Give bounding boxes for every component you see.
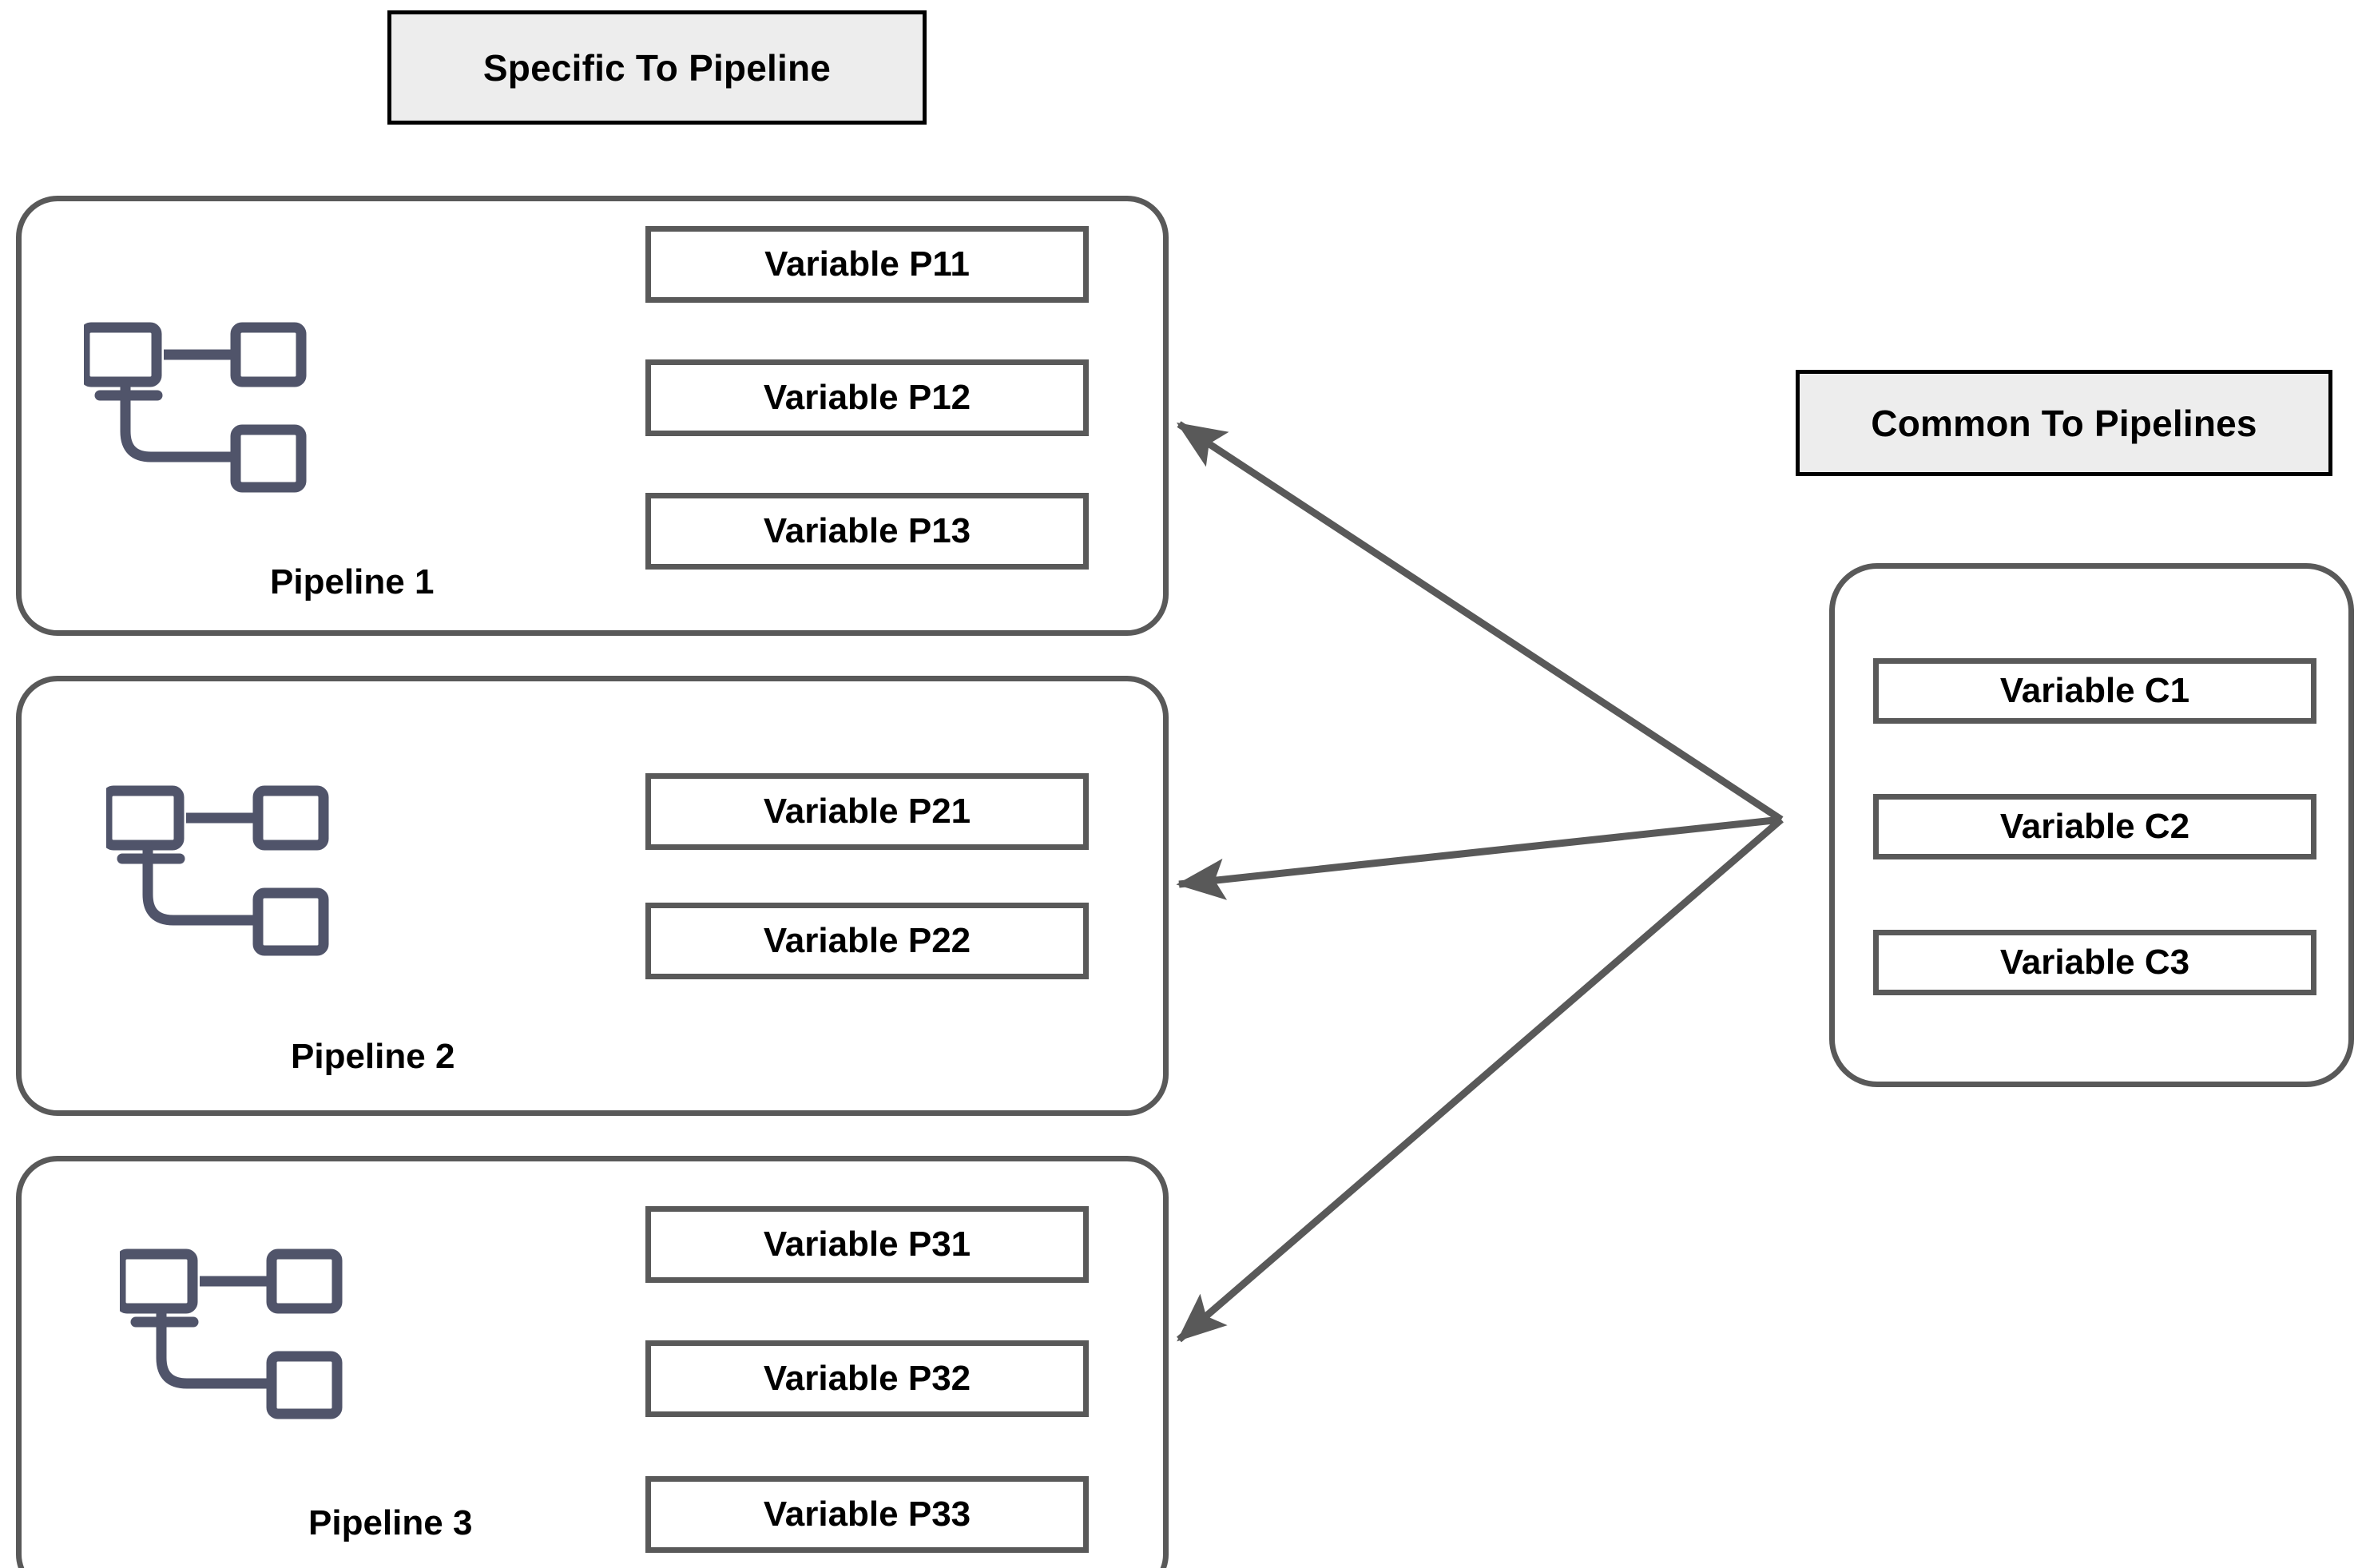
variable-box-p21: Variable P21 <box>645 773 1089 850</box>
variable-label-p21: Variable P21 <box>763 792 971 831</box>
pipeline-flow-icon-svg <box>115 1248 343 1419</box>
variable-label-p32: Variable P32 <box>763 1359 971 1398</box>
variable-box-p13: Variable P13 <box>645 493 1089 570</box>
variable-label-p33: Variable P33 <box>763 1495 971 1534</box>
variable-box-p33: Variable P33 <box>645 1476 1089 1553</box>
variable-label-c1: Variable C1 <box>1999 671 2190 710</box>
pipeline-flow-icon-svg <box>101 785 329 956</box>
variable-box-c3: Variable C3 <box>1873 930 2316 995</box>
variable-label-p12: Variable P12 <box>763 378 971 417</box>
arrow-common-to-pipeline-2 <box>1176 816 1782 900</box>
variable-box-p31: Variable P31 <box>645 1206 1089 1283</box>
variable-label-p11: Variable P11 <box>764 244 970 284</box>
variable-box-p22: Variable P22 <box>645 903 1089 979</box>
arrow-common-to-pipeline-1 <box>1176 421 1784 823</box>
arrow-common-to-pipeline-3 <box>1177 816 1784 1343</box>
variable-label-p31: Variable P31 <box>763 1225 971 1264</box>
variable-label-c3: Variable C3 <box>1999 943 2190 982</box>
pipeline-flow-icon-1 <box>79 320 316 507</box>
variable-label-p22: Variable P22 <box>763 921 971 960</box>
variable-box-p32: Variable P32 <box>645 1340 1089 1417</box>
variable-box-c1: Variable C1 <box>1873 658 2316 724</box>
pipeline-flow-icon-svg <box>79 322 307 493</box>
legend-common-to-pipelines: Common To Pipelines <box>1796 370 2332 476</box>
variable-label-p13: Variable P13 <box>763 511 971 550</box>
variable-box-c2: Variable C2 <box>1873 794 2316 859</box>
pipeline-label-1: Pipeline 1 <box>270 562 435 601</box>
legend-specific-label: Specific To Pipeline <box>482 46 832 89</box>
pipeline-flow-icon-3 <box>115 1246 351 1434</box>
legend-specific-to-pipeline: Specific To Pipeline <box>387 10 927 125</box>
pipeline-group-2 <box>16 676 1169 1116</box>
pipeline-flow-icon-2 <box>101 783 338 971</box>
pipeline-label-3: Pipeline 3 <box>308 1503 473 1542</box>
variable-box-p12: Variable P12 <box>645 359 1089 436</box>
legend-common-label: Common To Pipelines <box>1871 402 2257 444</box>
variable-label-c2: Variable C2 <box>1999 807 2190 846</box>
pipeline-label-2: Pipeline 2 <box>291 1037 455 1076</box>
variable-box-p11: Variable P11 <box>645 226 1089 303</box>
